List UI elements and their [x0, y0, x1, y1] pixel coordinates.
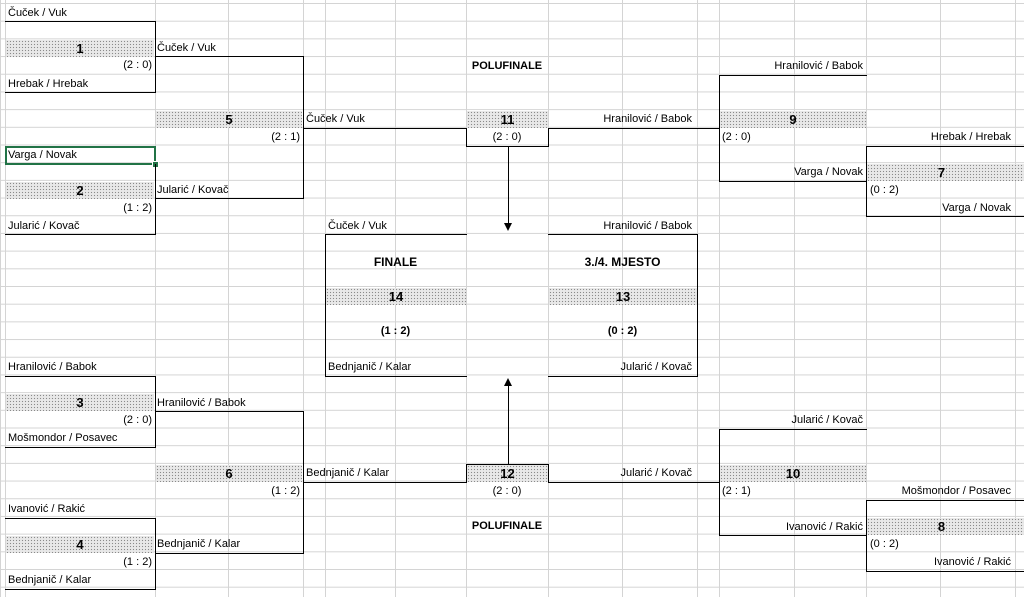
m5-score[interactable]: (2 : 1): [271, 131, 300, 143]
m9-number[interactable]: 9: [789, 112, 797, 127]
m12-team-left[interactable]: Bednjanič / Kalar: [306, 467, 390, 479]
m5-team-bottom[interactable]: Jularić / Kovač: [157, 184, 229, 196]
m9-team-top[interactable]: Hranilović / Babok: [774, 60, 863, 72]
m1-team-top[interactable]: Čuček / Vuk: [8, 7, 67, 19]
m10-team-top[interactable]: Jularić / Kovač: [791, 414, 863, 426]
m3-number[interactable]: 3: [76, 395, 84, 410]
m7-team-top[interactable]: Hrebak / Hrebak: [930, 131, 1011, 143]
m5-number[interactable]: 5: [225, 112, 233, 127]
m13-number[interactable]: 13: [615, 289, 631, 304]
m1-number[interactable]: 1: [76, 41, 84, 56]
m13-team-bottom[interactable]: Jularić / Kovač: [620, 361, 692, 373]
m3-team-top[interactable]: Hranilović / Babok: [8, 361, 97, 373]
m3-team-bottom[interactable]: Mošmondor / Posavec: [8, 432, 118, 444]
m13-score[interactable]: (0 : 2): [607, 325, 638, 337]
semifinal-bottom-label: POLUFINALE: [471, 520, 543, 532]
m4-team-top[interactable]: Ivanović / Rakić: [8, 503, 86, 515]
m5-team-top[interactable]: Čuček / Vuk: [157, 42, 216, 54]
m10-team-bottom[interactable]: Ivanović / Rakić: [785, 521, 863, 533]
m14-number[interactable]: 14: [388, 289, 404, 304]
m14-team-bottom[interactable]: Bednjanič / Kalar: [328, 361, 412, 373]
m11-score[interactable]: (2 : 0): [492, 131, 522, 143]
m10-score[interactable]: (2 : 1): [722, 485, 751, 497]
m6-number[interactable]: 6: [225, 466, 233, 481]
m11-team-right[interactable]: Hranilović / Babok: [603, 113, 692, 125]
m12-number[interactable]: 12: [500, 466, 515, 481]
m8-team-bottom[interactable]: Ivanović / Rakić: [933, 556, 1011, 568]
m9-team-bottom[interactable]: Varga / Novak: [794, 166, 863, 178]
third-place-title: 3./4. MJESTO: [584, 255, 661, 269]
m8-number[interactable]: 8: [937, 519, 946, 534]
m2-score[interactable]: (1 : 2): [123, 202, 152, 214]
m10-number[interactable]: 10: [785, 466, 801, 481]
m6-team-bottom[interactable]: Bednjanič / Kalar: [157, 538, 241, 550]
m2-team-top[interactable]: Varga / Novak: [8, 149, 77, 161]
m8-team-top[interactable]: Mošmondor / Posavec: [901, 485, 1011, 497]
m11-number[interactable]: 11: [500, 112, 515, 127]
m2-team-bottom[interactable]: Jularić / Kovač: [8, 220, 80, 232]
selected-cell[interactable]: [5, 146, 156, 165]
m14-team-top[interactable]: Čuček / Vuk: [328, 220, 387, 232]
m8-score[interactable]: (0 : 2): [870, 538, 899, 550]
m14-score[interactable]: (1 : 2): [380, 325, 411, 337]
m11-team-left[interactable]: Čuček / Vuk: [306, 113, 365, 125]
m4-score[interactable]: (1 : 2): [123, 556, 152, 568]
m6-team-top[interactable]: Hranilović / Babok: [157, 397, 246, 409]
semifinal-top-label: POLUFINALE: [471, 60, 543, 72]
m4-team-bottom[interactable]: Bednjanič / Kalar: [8, 574, 92, 586]
final-title: FINALE: [373, 255, 418, 269]
arrow-up-icon: [504, 378, 512, 386]
m7-number[interactable]: 7: [937, 165, 946, 180]
m6-score[interactable]: (1 : 2): [271, 485, 300, 497]
m7-team-bottom[interactable]: Varga / Novak: [942, 202, 1011, 214]
m7-score[interactable]: (0 : 2): [870, 184, 899, 196]
m2-number[interactable]: 2: [76, 183, 84, 198]
m3-score[interactable]: (2 : 0): [123, 414, 152, 426]
m9-score[interactable]: (2 : 0): [722, 131, 751, 143]
m12-score[interactable]: (2 : 0): [492, 485, 522, 497]
m13-team-top[interactable]: Hranilović / Babok: [603, 220, 692, 232]
arrow-down-icon: [504, 223, 512, 231]
m12-team-right[interactable]: Jularić / Kovač: [620, 467, 692, 479]
m4-number[interactable]: 4: [76, 537, 84, 552]
m1-score[interactable]: (2 : 0): [123, 59, 152, 71]
m1-team-bottom[interactable]: Hrebak / Hrebak: [8, 78, 89, 90]
